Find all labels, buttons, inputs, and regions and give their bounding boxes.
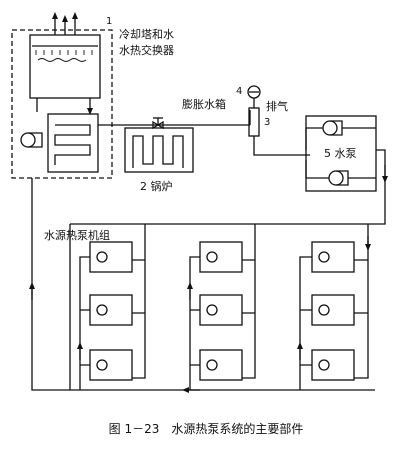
tower-exchanger-enclosure bbox=[11, 29, 113, 179]
cooling-tower-number: 1 bbox=[106, 16, 113, 27]
cooling-tower-label-line1: 冷却塔和水 bbox=[119, 28, 174, 41]
figure-caption: 图 1－23 水源热泵系统的主要部件 bbox=[108, 422, 304, 436]
valve-icon bbox=[152, 117, 164, 130]
boiler-label: 2 锅炉 bbox=[140, 180, 173, 193]
heat-pump-group-label: 水源热泵机组 bbox=[44, 229, 110, 242]
boiler-icon bbox=[124, 127, 194, 173]
pump-label: 5 水泵 bbox=[324, 147, 357, 160]
heat-pump-unit-icon bbox=[89, 241, 355, 381]
expansion-tank-label: 膨胀水箱 bbox=[182, 98, 226, 111]
valve-number: 4 bbox=[236, 86, 243, 97]
heat-exchanger-icon bbox=[47, 113, 99, 173]
exhaust-label: 排气 bbox=[266, 100, 288, 113]
pump-box bbox=[305, 115, 377, 192]
cooling-tower-icon bbox=[29, 12, 101, 99]
tank-number: 3 bbox=[264, 117, 271, 128]
gauge-icon bbox=[247, 85, 261, 99]
cooling-tower-label-line2: 水热交换器 bbox=[119, 44, 174, 57]
pump-icon bbox=[20, 132, 43, 148]
